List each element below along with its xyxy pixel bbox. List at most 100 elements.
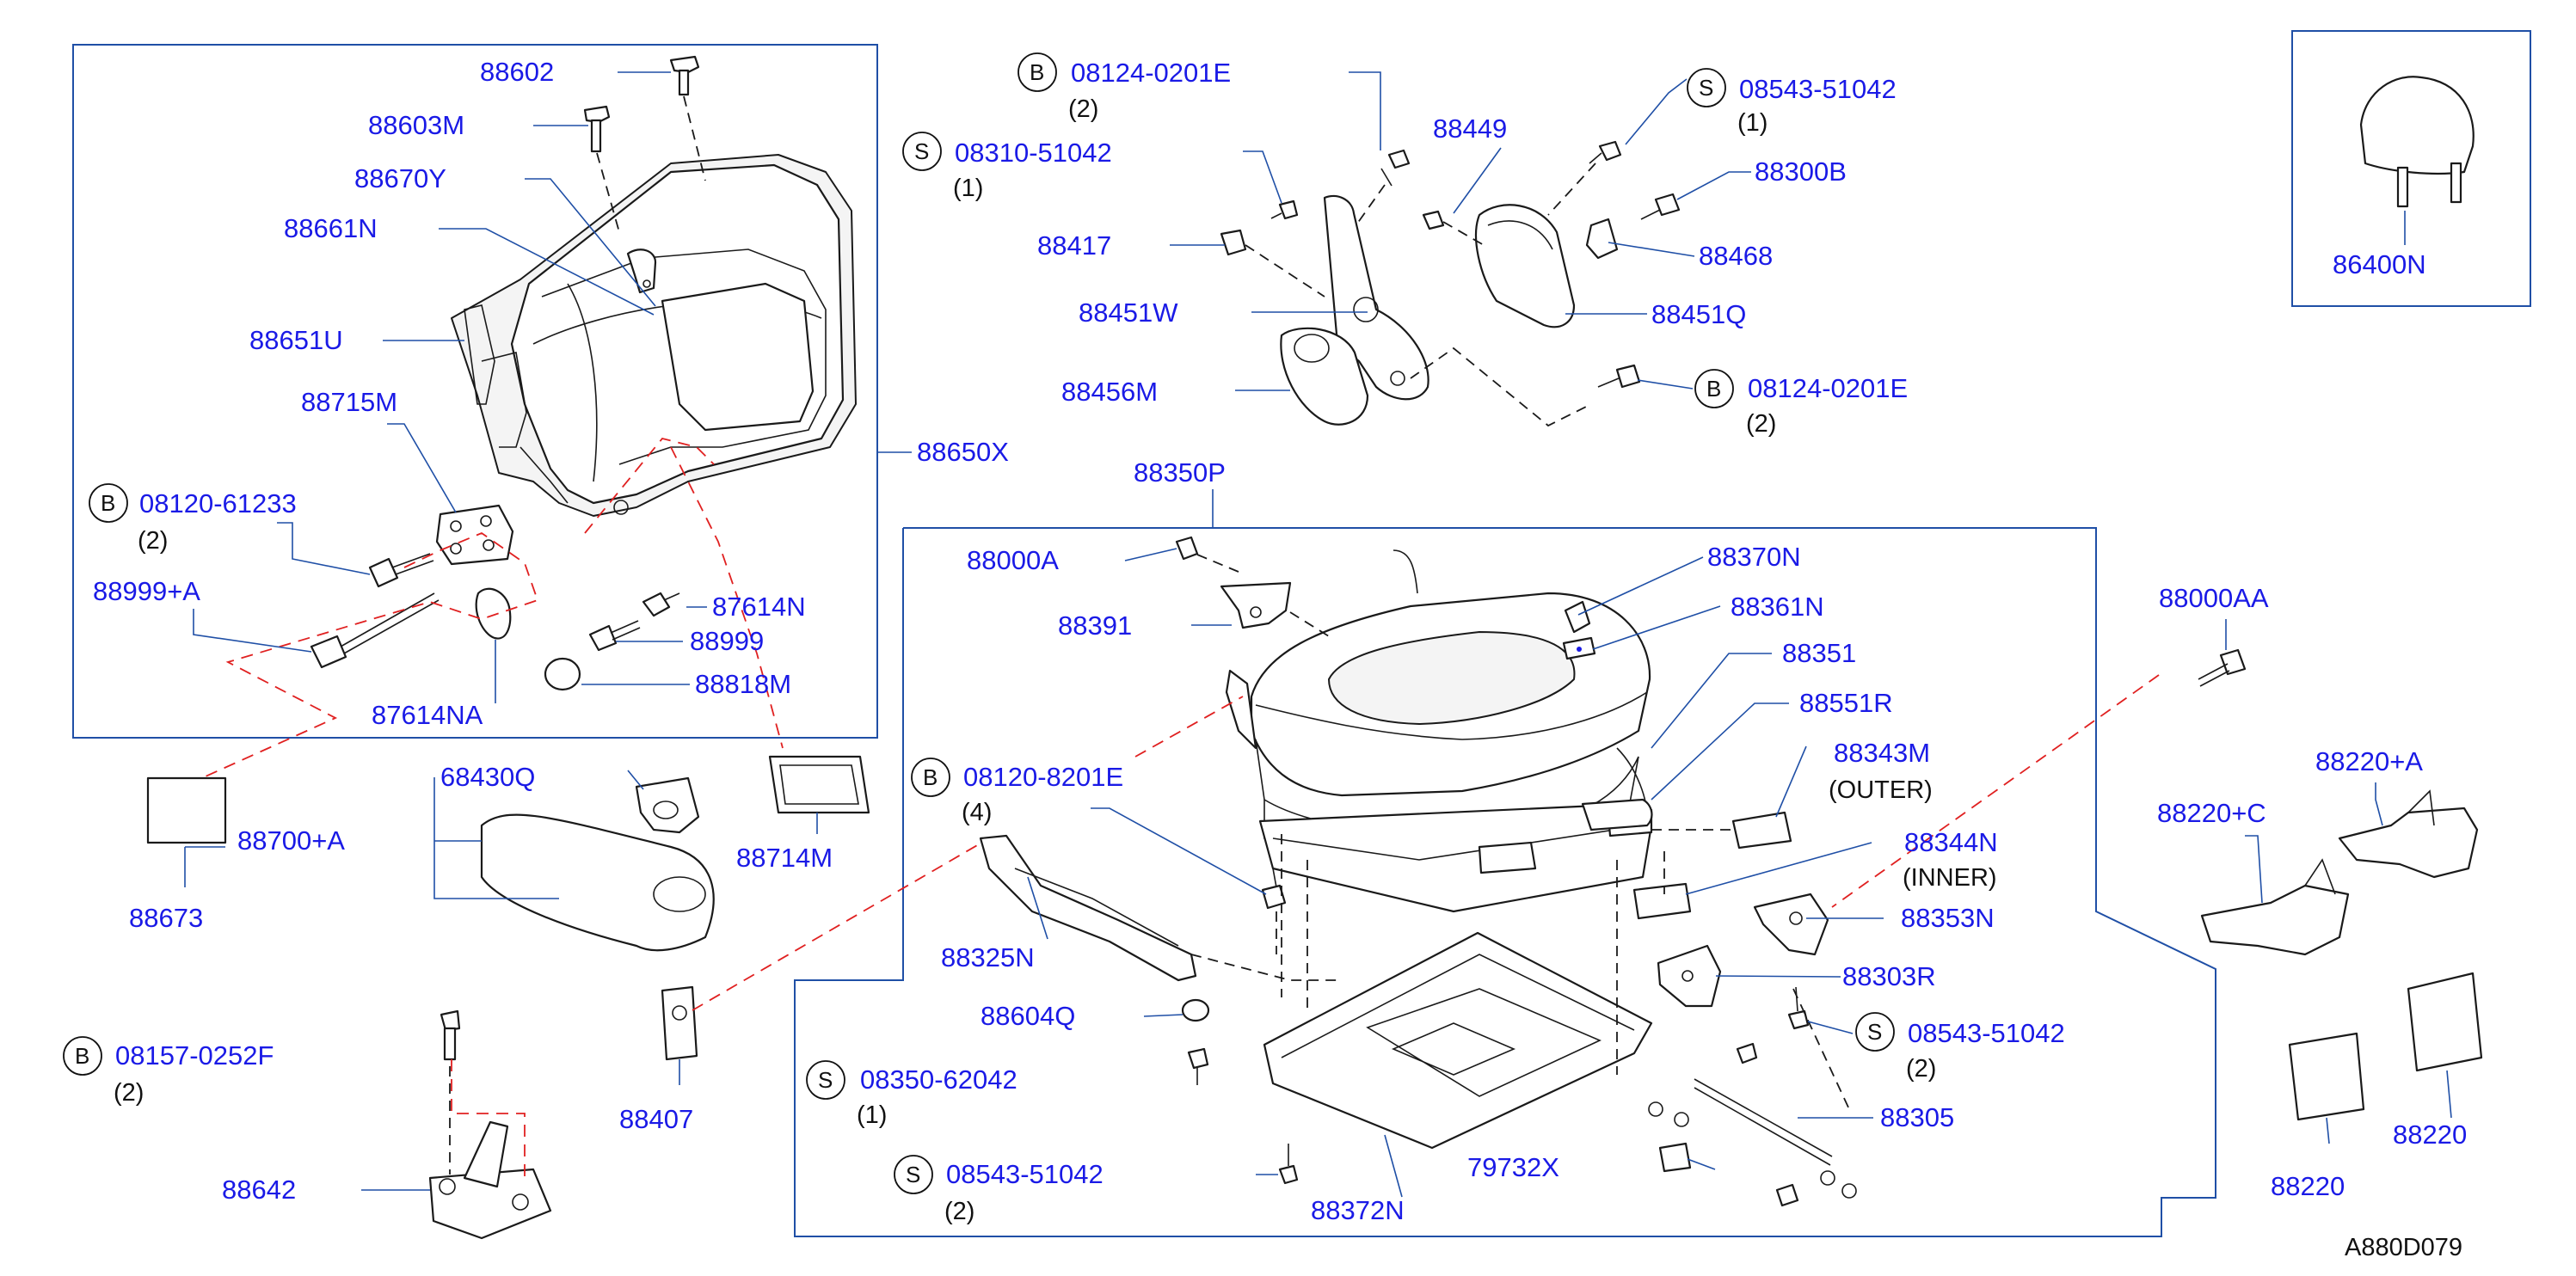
label-88361N: 88361N — [1731, 592, 1824, 622]
label-08120-61233: 08120-61233 — [139, 488, 297, 518]
badge-b-letter: B — [75, 1043, 89, 1069]
hinge-bracket-88715M — [435, 504, 514, 566]
label-88220-left: 88220 — [2271, 1171, 2345, 1201]
badge-s-letter: S — [1699, 75, 1713, 101]
label-87614N: 87614N — [712, 592, 806, 622]
seatback-red-guides — [163, 437, 784, 796]
badge-b-letter: B — [1030, 59, 1044, 85]
seatback-group-frame — [72, 44, 878, 739]
label-88000AA: 88000AA — [2159, 583, 2269, 613]
label-08350-62042: 08350-62042 — [860, 1064, 1017, 1095]
label-88468: 88468 — [1699, 241, 1773, 271]
red-guide-88000AA — [1831, 674, 2160, 908]
label-88220A: 88220+A — [2315, 746, 2423, 776]
recliner-dash-links — [1410, 347, 1592, 427]
badge-s-08310 — [902, 132, 942, 171]
label-88670Y: 88670Y — [354, 163, 446, 193]
label-88551R: 88551R — [1799, 688, 1893, 718]
badge-s-08543-top — [1687, 68, 1726, 107]
label-88407: 88407 — [619, 1104, 693, 1134]
damper-88305 — [1648, 1042, 1857, 1207]
badge-s-08543-mid — [1855, 1012, 1895, 1052]
seat-slide-88350P — [1258, 798, 1653, 913]
recliner-cover-88451Q — [1474, 204, 1576, 328]
badge-b-08120-8201E — [911, 758, 950, 797]
badge-s-letter: S — [1867, 1019, 1882, 1045]
bolt-08124-mid — [1597, 364, 1641, 389]
guide-pin-88602 — [669, 55, 706, 181]
rail-88325N — [979, 834, 1197, 982]
bracket-88220C — [2200, 858, 2350, 956]
label-88325N: 88325N — [941, 942, 1035, 972]
label-88372N: 88372N — [1311, 1195, 1405, 1225]
label-88818M: 88818M — [695, 669, 791, 699]
label-08310-51042: 08310-51042 — [955, 138, 1112, 168]
qty-08543-mid: (2) — [1906, 1055, 1936, 1083]
label-88642: 88642 — [222, 1175, 296, 1205]
trim-88344N — [1632, 882, 1692, 920]
label-88343M: 88343M — [1834, 738, 1930, 768]
qty-08157: (2) — [114, 1079, 144, 1107]
label-88715M: 88715M — [301, 387, 397, 417]
qty-08124-top: (2) — [1068, 95, 1098, 123]
pan-88372N — [1263, 931, 1653, 1150]
bushing-88604Q — [1181, 998, 1210, 1022]
nut-87614N — [642, 592, 680, 617]
bolt-88000AA — [2198, 648, 2247, 687]
headrest-86400N — [2359, 76, 2475, 208]
label-08157-0252F: 08157-0252F — [115, 1040, 274, 1070]
badge-b-08120-61233 — [89, 483, 128, 523]
seatback-frame-drawing — [451, 154, 857, 517]
bolt-08120-8201E — [1261, 868, 1287, 954]
cover-88714M — [768, 755, 870, 814]
label-88300B: 88300B — [1755, 156, 1847, 187]
label-88351: 88351 — [1782, 638, 1856, 668]
label-87614NA: 87614NA — [372, 700, 483, 730]
label-88451W: 88451W — [1079, 298, 1178, 328]
label-88714M: 88714M — [736, 843, 833, 873]
qty-08124-mid: (2) — [1746, 410, 1776, 438]
leader-lines — [184, 71, 2452, 1198]
label-88449: 88449 — [1433, 113, 1507, 144]
label-88661N: 88661N — [284, 213, 378, 243]
label-88370N: 88370N — [1707, 542, 1801, 572]
screw-08543-top — [1547, 140, 1622, 216]
label-88353N: 88353N — [1901, 903, 1995, 933]
latch-base-88642 — [428, 1009, 552, 1240]
screw-08543-bottom — [1278, 1144, 1299, 1185]
tag-88361N — [1562, 636, 1596, 660]
qty-08120-61233: (2) — [138, 527, 168, 555]
bracket-88353N — [1753, 893, 1829, 956]
label-88391: 88391 — [1058, 610, 1132, 641]
label-88344N: 88344N — [1904, 827, 1998, 857]
label-88651U: 88651U — [249, 325, 343, 355]
label-88999: 88999 — [690, 626, 764, 656]
label-88650X: 88650X — [917, 437, 1009, 467]
panel-88220-left — [2288, 1032, 2365, 1121]
clip-88468 — [1585, 218, 1619, 260]
screw-88300B — [1640, 193, 1681, 220]
bracket-88303R — [1657, 944, 1722, 1008]
badge-s-letter: S — [914, 138, 929, 164]
badge-s-letter: S — [818, 1067, 833, 1093]
label-88602: 88602 — [480, 57, 554, 87]
nut-88000A — [1175, 536, 1239, 573]
label-inner: (INNER) — [1903, 864, 1997, 892]
bracket-88391 — [1220, 581, 1330, 637]
cable-88370N — [1393, 549, 1591, 634]
label-68430Q: 68430Q — [440, 762, 535, 792]
badge-b-letter: B — [1706, 376, 1721, 402]
label-88000A: 88000A — [967, 545, 1059, 575]
qty-08310: (1) — [953, 175, 983, 202]
qty-08350: (1) — [857, 1101, 887, 1129]
cap-88818M — [544, 657, 581, 691]
label-88700A: 88700+A — [237, 825, 345, 856]
bracket-88407 — [661, 985, 698, 1061]
label-88303R: 88303R — [1842, 961, 1936, 991]
label-79732X: 79732X — [1467, 1152, 1559, 1182]
badge-b-08124-top — [1017, 52, 1057, 92]
qty-08120-8201E: (4) — [962, 799, 992, 826]
qty-08543-bottom: (2) — [944, 1198, 974, 1225]
screw-08350-62042 — [1187, 1047, 1209, 1085]
